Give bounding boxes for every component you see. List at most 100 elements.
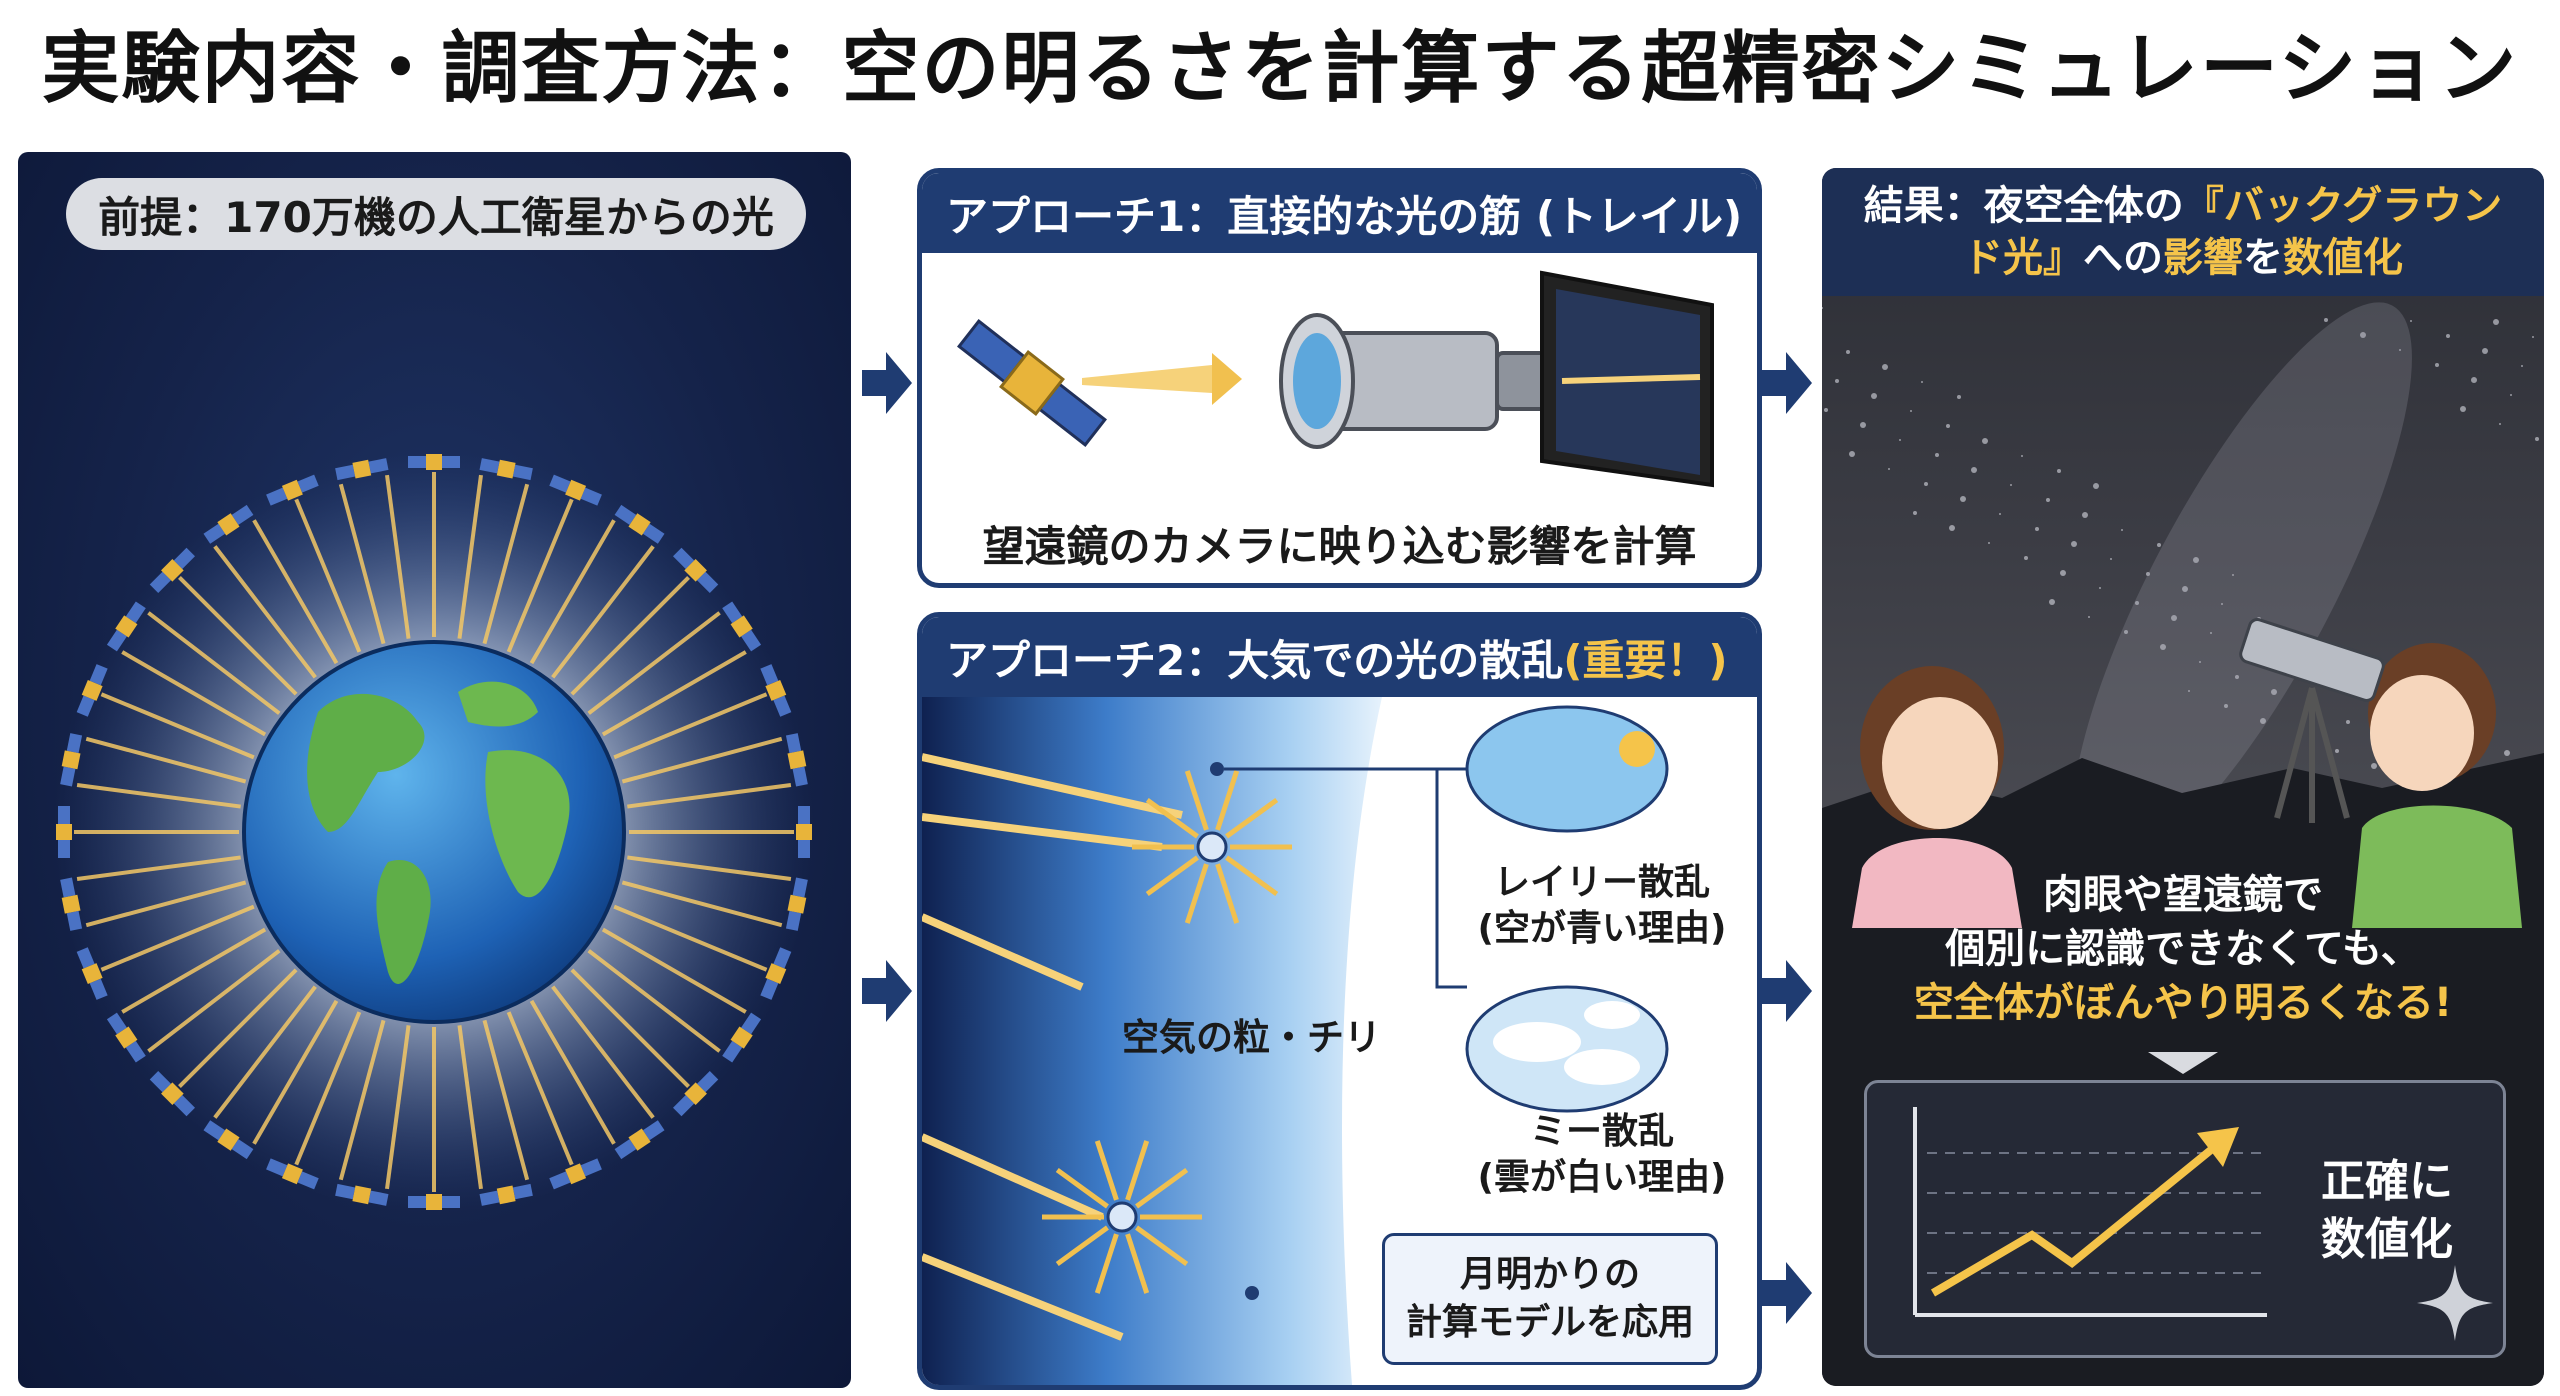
star	[2088, 616, 2090, 618]
light-ray	[482, 483, 530, 645]
satellite-icon	[266, 474, 319, 506]
chart-label: 正確に 数値化	[2297, 1153, 2477, 1269]
incoming-light-ray	[922, 1133, 1104, 1221]
satellite-icon	[785, 877, 808, 931]
star	[2021, 455, 2023, 457]
star	[2371, 763, 2377, 769]
star	[2410, 320, 2412, 322]
light-ray	[482, 1019, 530, 1181]
particle-icon	[1106, 1201, 1138, 1233]
light-ray	[621, 736, 783, 784]
scatter-arrow	[1184, 770, 1209, 831]
star	[2482, 348, 2488, 354]
light-ray	[587, 611, 721, 715]
scattering-illustration	[922, 697, 1669, 1385]
star	[1971, 467, 1977, 473]
light-ray	[529, 519, 616, 665]
star	[1849, 451, 1855, 457]
result-title-pre: 結果：夜空全体の	[1863, 183, 2184, 229]
approach2-title-main: アプローチ2：大気での光の散乱	[946, 635, 1564, 685]
light-ray	[613, 692, 768, 760]
star	[2099, 587, 2101, 589]
light-ray	[100, 692, 255, 760]
earth-satellites-illustration	[54, 452, 814, 1212]
light-ray	[76, 783, 241, 809]
light-ray	[294, 1011, 362, 1166]
satellite-icon	[760, 947, 792, 1000]
scatter-arrow	[1135, 1225, 1189, 1267]
star	[2471, 377, 2477, 383]
particle-icon	[1196, 831, 1228, 863]
cloudy-sky-icon	[1465, 985, 1669, 1113]
beam-arrowhead	[1212, 353, 1242, 405]
continent-north-america	[307, 693, 425, 832]
satellite-icon	[614, 1120, 665, 1160]
light-ray	[252, 519, 339, 665]
satellite-icon	[549, 1158, 602, 1190]
star	[2435, 363, 2439, 367]
star	[1822, 307, 1823, 309]
increase-line-chart	[1913, 1107, 2267, 1317]
result-title-hl1: 『バックグラウンド光』	[1963, 183, 2503, 281]
chart-label-line1: 正確に	[2321, 1156, 2453, 1207]
arrow-left-to-approach1	[862, 352, 912, 414]
arrow-approach1-to-result	[1762, 352, 1812, 414]
incoming-light-ray	[922, 913, 1084, 991]
scatter-arrow	[1125, 1140, 1150, 1201]
satellite-icon	[760, 664, 792, 717]
clear-sky-icon	[1465, 705, 1669, 833]
telescope-icon	[2239, 618, 2385, 702]
star	[2049, 599, 2055, 605]
down-arrow-icon	[2148, 1052, 2218, 1074]
scatter-arrow	[1055, 1225, 1109, 1267]
star	[2182, 586, 2188, 592]
star	[2521, 365, 2523, 367]
satellite-icon	[60, 877, 83, 931]
satellite-icon	[106, 1012, 146, 1063]
satellite-icon	[266, 1158, 319, 1190]
continent-south-america	[376, 860, 431, 984]
star	[2188, 690, 2190, 692]
particles-label: 空気の粒・チリ	[1122, 1016, 1381, 1059]
result-title-hl3: 数値化	[2283, 235, 2403, 281]
star	[2499, 423, 2501, 425]
result-description: 肉眼や望遠鏡で 個別に認識できなくても、 空全体がぼんやり明るくなる!	[1822, 868, 2544, 1030]
light-beam	[1082, 365, 1212, 393]
star	[2232, 574, 2234, 576]
result-title-mid: への	[2083, 235, 2163, 281]
light-rays	[74, 472, 794, 1192]
earth-globe	[242, 640, 626, 1024]
incoming-light-ray	[922, 813, 1163, 851]
scatter-arrow	[1094, 1233, 1119, 1294]
star	[2360, 332, 2366, 338]
star	[1835, 379, 1839, 383]
star	[2160, 644, 2166, 650]
star	[1924, 482, 1928, 486]
arrow-moon-to-result	[1762, 1262, 1812, 1324]
star	[2082, 512, 2088, 518]
satellite-icon	[785, 733, 808, 787]
light-ray	[529, 999, 616, 1145]
satellite-icon	[76, 664, 108, 717]
light-ray	[551, 985, 655, 1119]
light-ray	[551, 545, 655, 679]
satellite-icon	[76, 947, 108, 1000]
star	[2035, 527, 2039, 531]
scatter-arrow	[1225, 797, 1279, 839]
star	[2210, 632, 2212, 634]
star	[2171, 615, 2177, 621]
result-panel: 結果：夜空全体の『バックグラウンド光』への影響を数値化 肉眼や望遠鏡で 個別に認…	[1822, 168, 2544, 1386]
scatter-arrows	[922, 753, 1292, 1341]
result-title: 結果：夜空全体の『バックグラウンド光』への影響を数値化	[1822, 168, 2544, 296]
star	[1957, 395, 1961, 399]
satellite-icon	[479, 1183, 533, 1206]
connector-lines	[1224, 767, 1467, 989]
satellite-icon	[56, 806, 72, 858]
moonlight-model-box: 月明かりの 計算モデルを応用	[1382, 1233, 1718, 1365]
star	[2199, 661, 2201, 663]
star	[1888, 468, 1890, 470]
star	[2060, 570, 2066, 576]
approach2-title: アプローチ2：大気での光の散乱 (重要！)	[922, 617, 1757, 697]
light-ray	[338, 483, 386, 645]
milky-way	[2072, 302, 2412, 874]
